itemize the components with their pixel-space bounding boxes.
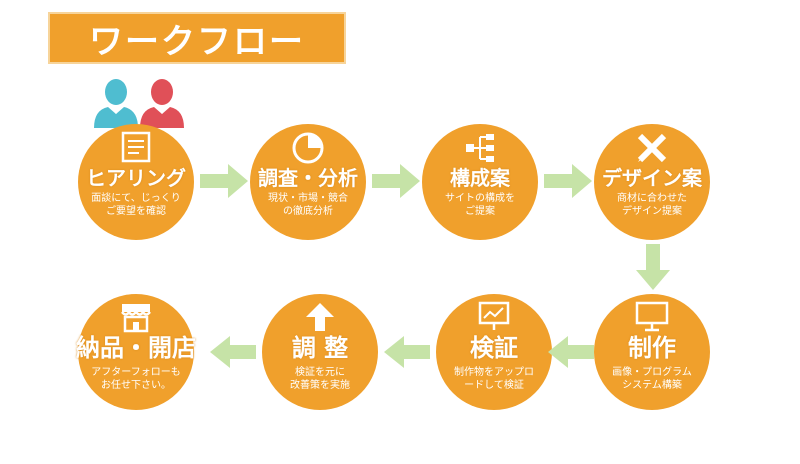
step-description: 検証を元に 改善策を実施 — [270, 366, 370, 392]
sitemap-icon — [466, 134, 494, 162]
step-desc-line: サイトの構成を — [445, 193, 515, 204]
step-desc-line: デザイン提案 — [622, 206, 682, 217]
step-title: 検証 — [470, 334, 518, 362]
step-title: 納品・開店 — [76, 334, 196, 362]
step-description: 制作物をアップロ ードして検証 — [444, 366, 544, 392]
step-desc-line: ご要望を確認 — [106, 206, 166, 217]
step-title: デザイン案 — [602, 166, 702, 190]
step-desc-line: ご提案 — [465, 206, 495, 217]
storefront-icon — [121, 304, 151, 333]
step-description: サイトの構成を ご提案 — [430, 192, 530, 218]
step-desc-line: 検証を元に — [295, 367, 345, 378]
step-description: 商材に合わせた デザイン提案 — [602, 192, 702, 218]
step-production: 制作 画像・プログラム システム構築 — [594, 294, 710, 410]
up-arrow-icon — [306, 303, 334, 331]
clipboard-icon — [121, 131, 151, 163]
step-design: デザイン案 商材に合わせた デザイン提案 — [594, 124, 710, 240]
step-structure: 構成案 サイトの構成を ご提案 — [422, 124, 538, 240]
presentation-chart-icon — [478, 301, 510, 330]
pencil-ruler-icon — [637, 133, 667, 163]
step-desc-line: の徹底分析 — [283, 206, 333, 217]
step-title: 構成案 — [450, 166, 510, 190]
step-description: 面談にて、じっくり ご要望を確認 — [86, 192, 186, 218]
monitor-icon — [635, 301, 669, 332]
step-desc-line: システム構築 — [622, 380, 682, 391]
step-desc-line: 現状・市場・競合 — [268, 193, 348, 204]
step-hearing: ヒアリング 面談にて、じっくり ご要望を確認 — [78, 124, 194, 240]
step-desc-line: 改善策を実施 — [290, 380, 350, 391]
arrow-right-icon — [544, 164, 592, 198]
step-desc-line: 画像・プログラム — [612, 367, 692, 378]
arrow-left-icon — [384, 336, 430, 368]
step-desc-line: お任せ下さい。 — [101, 380, 171, 391]
pie-chart-icon — [292, 132, 324, 164]
step-desc-line: 面談にて、じっくり — [91, 193, 181, 204]
arrow-right-icon — [372, 164, 420, 198]
arrow-down-icon — [636, 244, 670, 290]
arrow-right-icon — [200, 164, 248, 198]
step-research: 調査・分析 現状・市場・競合 の徹底分析 — [250, 124, 366, 240]
arrow-left-icon — [210, 336, 256, 368]
step-verification: 検証 制作物をアップロ ードして検証 — [436, 294, 552, 410]
step-desc-line: ードして検証 — [464, 380, 524, 391]
step-desc-line: アフターフォローも — [91, 367, 181, 378]
people-icon — [94, 79, 184, 128]
step-description: 画像・プログラム システム構築 — [602, 366, 702, 392]
step-title: ヒアリング — [86, 166, 186, 190]
step-adjustment: 調 整 検証を元に 改善策を実施 — [262, 294, 378, 410]
title-banner: ワークフロー — [48, 12, 346, 64]
arrow-left-icon — [548, 336, 594, 368]
step-title: 調査・分析 — [258, 166, 358, 190]
step-title: 制作 — [628, 334, 676, 362]
step-title: 調 整 — [291, 334, 349, 362]
step-desc-line: 商材に合わせた — [617, 193, 687, 204]
step-description: 現状・市場・競合 の徹底分析 — [258, 192, 358, 218]
step-desc-line: 制作物をアップロ — [454, 367, 534, 378]
page-title: ワークフロー — [89, 21, 305, 62]
step-delivery: 納品・開店 アフターフォローも お任せ下さい。 — [76, 294, 196, 410]
step-description: アフターフォローも お任せ下さい。 — [86, 366, 186, 392]
